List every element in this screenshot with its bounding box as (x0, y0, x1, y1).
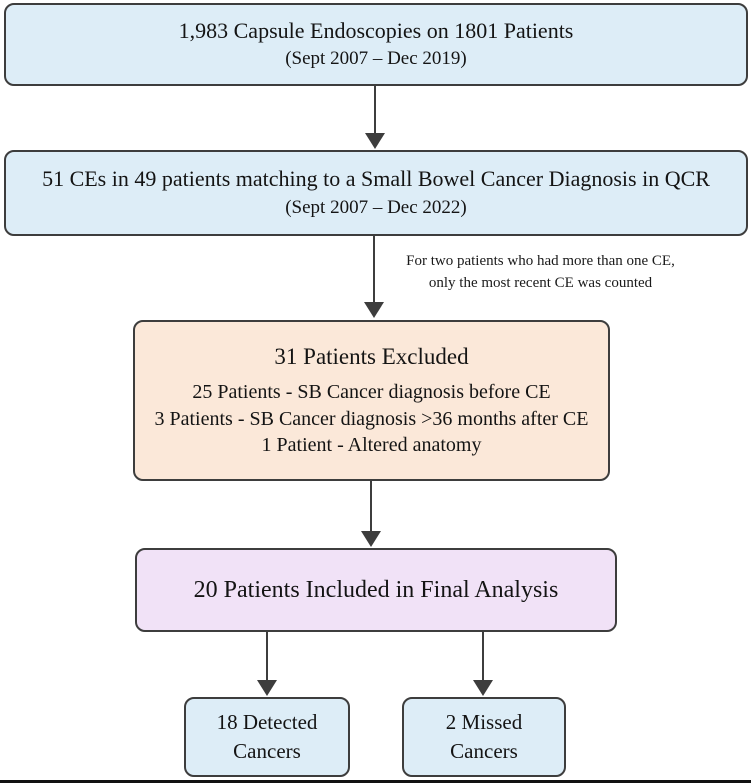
missed-line1: 2 Missed (445, 709, 523, 734)
arrow-line-2 (373, 236, 375, 302)
box-missed-cancers: 2 Missed Cancers (402, 697, 566, 777)
arrow-head-4-left (257, 680, 277, 696)
annotation-line2: only the most recent CE was counted (428, 275, 653, 292)
annotation-line1: For two patients who had more than one C… (406, 253, 675, 269)
box-detected-cancers: 18 Detected Cancers (184, 697, 350, 777)
box-qcr-line1: 51 CEs in 49 patients matching to a Smal… (42, 166, 710, 192)
arrow-line-5-right (482, 632, 484, 680)
excluded-heading: 31 Patients Excluded (274, 343, 469, 369)
detected-line1: 18 Detected (216, 709, 318, 734)
excluded-reason-1: 25 Patients - SB Cancer diagnosis before… (192, 381, 551, 404)
arrow-head-2 (364, 302, 384, 318)
arrow-head-5-right (473, 680, 493, 696)
box-patients-excluded: 31 Patients Excluded 25 Patients - SB Ca… (133, 320, 610, 481)
detected-line2: Cancers (233, 739, 301, 763)
box-total-date-range: (Sept 2007 – Dec 2019) (285, 48, 467, 70)
arrow-head-3 (361, 531, 381, 547)
excluded-reason-2: 3 Patients - SB Cancer diagnosis >36 mon… (154, 407, 589, 430)
box-qcr-date-range: (Sept 2007 – Dec 2022) (285, 196, 467, 218)
box-total-line1: 1,983 Capsule Endoscopies on 1801 Patien… (178, 17, 574, 43)
excluded-reason-3: 1 Patient - Altered anatomy (261, 434, 482, 457)
arrow-annotation: For two patients who had more than one C… (388, 250, 693, 294)
box-total-capsule-endoscopies: 1,983 Capsule Endoscopies on 1801 Patien… (4, 3, 748, 86)
arrow-line-4-left (266, 632, 268, 680)
box-final-analysis: 20 Patients Included in Final Analysis (135, 548, 617, 632)
figure-bottom-border (0, 780, 751, 783)
final-analysis-label: 20 Patients Included in Final Analysis (193, 577, 559, 603)
arrow-line-3 (370, 481, 372, 531)
box-qcr-matched: 51 CEs in 49 patients matching to a Smal… (4, 150, 748, 236)
arrow-line-1 (374, 86, 376, 133)
missed-line2: Cancers (450, 739, 518, 763)
arrow-head-1 (365, 133, 385, 149)
